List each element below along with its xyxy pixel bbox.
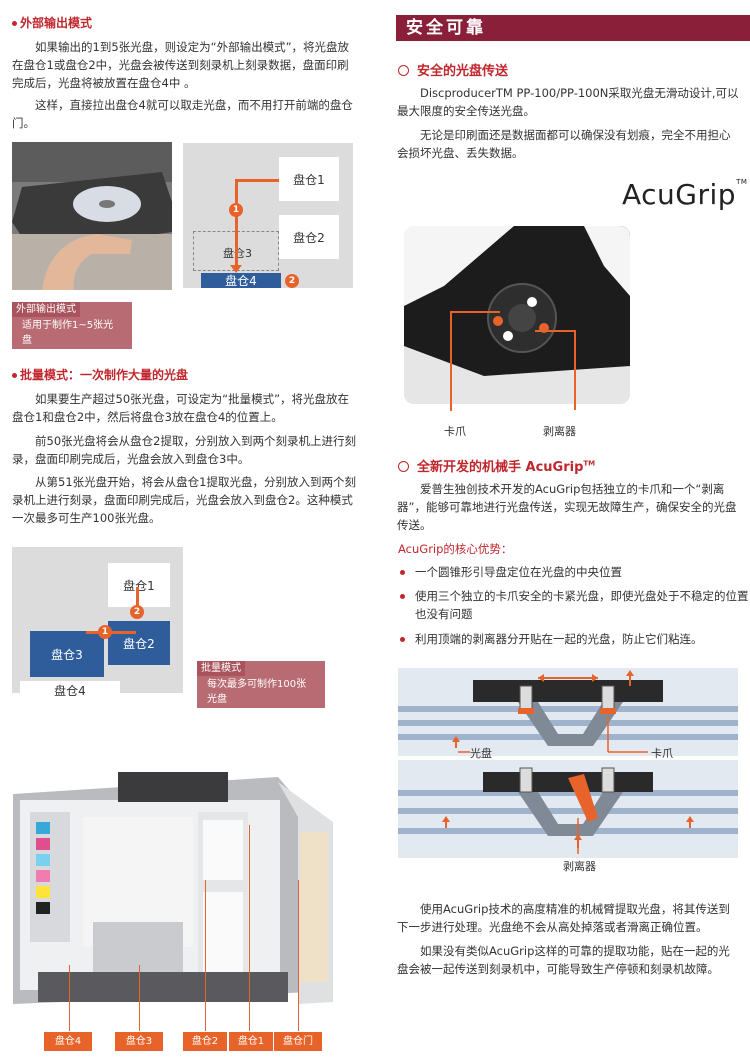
bottom-para1: 使用AcuGrip技术的高度精准的机械臂提取光盘，将其传送到下一步进行处理。光盘… bbox=[397, 902, 730, 934]
external-mode-para1: 如果输出的1到5张光盘，则设定为“外部输出模式”，将光盘放在盘仓1或盘仓2中，光… bbox=[12, 40, 350, 90]
separator-label: 剥离器 bbox=[563, 860, 596, 873]
batch-mode-para3: 从第51张光盘开始，将会从盘仓1提取光盘，分别放入到两个刻录机上进行刻录，盘面印… bbox=[12, 475, 356, 525]
bin4-slot: 盘仓4 bbox=[201, 273, 281, 288]
advantage-item: 一个圆锥形引导盘定位在光盘的中央位置 bbox=[400, 563, 740, 581]
section-header: 安全可靠 bbox=[396, 15, 750, 41]
bullet-dot-icon bbox=[400, 637, 405, 642]
acugrip-mechanism-diagram bbox=[398, 668, 738, 858]
batch-mode-caption: 批量模式 每次最多可制作100张光盘 bbox=[197, 661, 325, 708]
acugrip-logo: AcuGripTM bbox=[622, 178, 748, 211]
step-2-icon: 2 bbox=[130, 605, 144, 619]
leader-line bbox=[574, 330, 576, 410]
tag-bin-door: 盘仓门 bbox=[274, 1032, 322, 1051]
caption-title: 外部输出模式 bbox=[12, 302, 80, 317]
tag-bin3: 盘仓3 bbox=[115, 1032, 163, 1051]
tag-bin4: 盘仓4 bbox=[44, 1032, 92, 1051]
disc-label: 光盘 bbox=[470, 747, 492, 760]
caption-sub: 每次最多可制作100张光盘 bbox=[207, 679, 307, 705]
claw-label: 卡爪 bbox=[651, 747, 673, 760]
external-mode-caption: 外部输出模式 适用于制作1~5张光盘 bbox=[12, 302, 132, 349]
external-mode-para2: 这样，直接拉出盘仓4就可以取走光盘，而不用打开前端的盘仓门。 bbox=[12, 98, 353, 130]
claw-label: 卡爪 bbox=[444, 425, 466, 438]
printer-photo: EPSON bbox=[8, 772, 352, 1020]
advantage-item: 利用顶端的剥离器分开贴在一起的光盘，防止它们粘连。 bbox=[400, 630, 740, 648]
batch-mode-para2: 前50张光盘将会从盘仓2提取，分别放入到两个刻录机上进行刻录，盘面印刷完成后，光… bbox=[12, 434, 356, 466]
bin1-slot: 盘仓1 bbox=[108, 563, 170, 607]
tag-bin1: 盘仓1 bbox=[229, 1032, 273, 1051]
caption-sub: 适用于制作1~5张光盘 bbox=[22, 320, 114, 346]
bin-pull-photo bbox=[12, 142, 172, 290]
acugrip-para1: 爱普生独创技术开发的AcuGrip包括独立的卡爪和一个“剥离器”，能够可靠地进行… bbox=[397, 482, 737, 532]
leader-line bbox=[298, 880, 299, 1031]
step-1-icon: 1 bbox=[229, 203, 243, 217]
circle-bullet-icon bbox=[398, 65, 409, 76]
bottom-para2: 如果没有类似AcuGrip这样的可靠的提取功能，贴在一起的光盘会被一起传送到刻录… bbox=[397, 944, 730, 976]
bin4-slot: 盘仓4 bbox=[20, 681, 120, 699]
bin1-slot: 盘仓1 bbox=[279, 157, 339, 201]
path-arrow bbox=[235, 179, 238, 267]
brand-text: EPSON bbox=[48, 778, 69, 785]
batch-mode-diagram: 盘仓1 盘仓2 盘仓3 2 1 bbox=[12, 547, 183, 693]
leader-line bbox=[535, 330, 575, 332]
separator-label: 剥离器 bbox=[543, 425, 576, 438]
tag-bin2: 盘仓2 bbox=[183, 1032, 227, 1051]
leader-line bbox=[139, 965, 140, 1031]
path-arrow bbox=[235, 179, 279, 182]
advantages-title: AcuGrip的核心优势： bbox=[398, 542, 513, 556]
caption-title: 批量模式 bbox=[197, 661, 245, 676]
leader-line bbox=[249, 825, 250, 1031]
external-mode-title: 外部输出模式 bbox=[12, 14, 92, 31]
step-1-icon: 1 bbox=[98, 625, 112, 639]
bullet-dot-icon bbox=[12, 21, 17, 26]
external-mode-diagram: 盘仓1 盘仓2 盘仓3 盘仓4 1 2 bbox=[183, 143, 353, 288]
bullet-dot-icon bbox=[12, 373, 17, 378]
circle-bullet-icon bbox=[398, 461, 409, 472]
leader-line bbox=[69, 965, 70, 1031]
safe-transport-para2: 无论是印刷面还是数据面都可以确保没有划痕，完全不用担心会损坏光盘、丢失数据。 bbox=[397, 128, 731, 160]
bin2-slot: 盘仓2 bbox=[279, 215, 339, 259]
leader-line bbox=[450, 311, 452, 411]
path-arrow bbox=[136, 587, 139, 617]
batch-mode-para1: 如果要生产超过50张光盘，可设定为“批量模式”，将光盘放在盘仓1和盘仓2中，然后… bbox=[12, 392, 350, 424]
advantage-item: 使用三个独立的卡爪安全的卡紧光盘，即使光盘处于不稳定的位置也没有问题 bbox=[400, 587, 750, 623]
leader-line bbox=[205, 880, 206, 1031]
bin3-slot: 盘仓3 bbox=[30, 631, 104, 677]
acugrip-photo bbox=[404, 226, 630, 404]
acugrip-title: 全新开发的机械手 AcuGripTM bbox=[398, 456, 595, 475]
safe-transport-para1: DiscproducerTM PP-100/PP-100N采取光盘无滑动设计,可… bbox=[397, 86, 739, 118]
batch-mode-title: 批量模式：一次制作大量的光盘 bbox=[12, 366, 188, 383]
bullet-dot-icon bbox=[400, 570, 405, 575]
safe-transport-title: 安全的光盘传送 bbox=[398, 60, 508, 79]
arrow-down-icon bbox=[230, 265, 242, 273]
step-2-icon: 2 bbox=[285, 274, 299, 288]
leader-line bbox=[450, 311, 500, 313]
bin2-slot: 盘仓2 bbox=[108, 621, 170, 665]
bullet-dot-icon bbox=[400, 594, 405, 599]
